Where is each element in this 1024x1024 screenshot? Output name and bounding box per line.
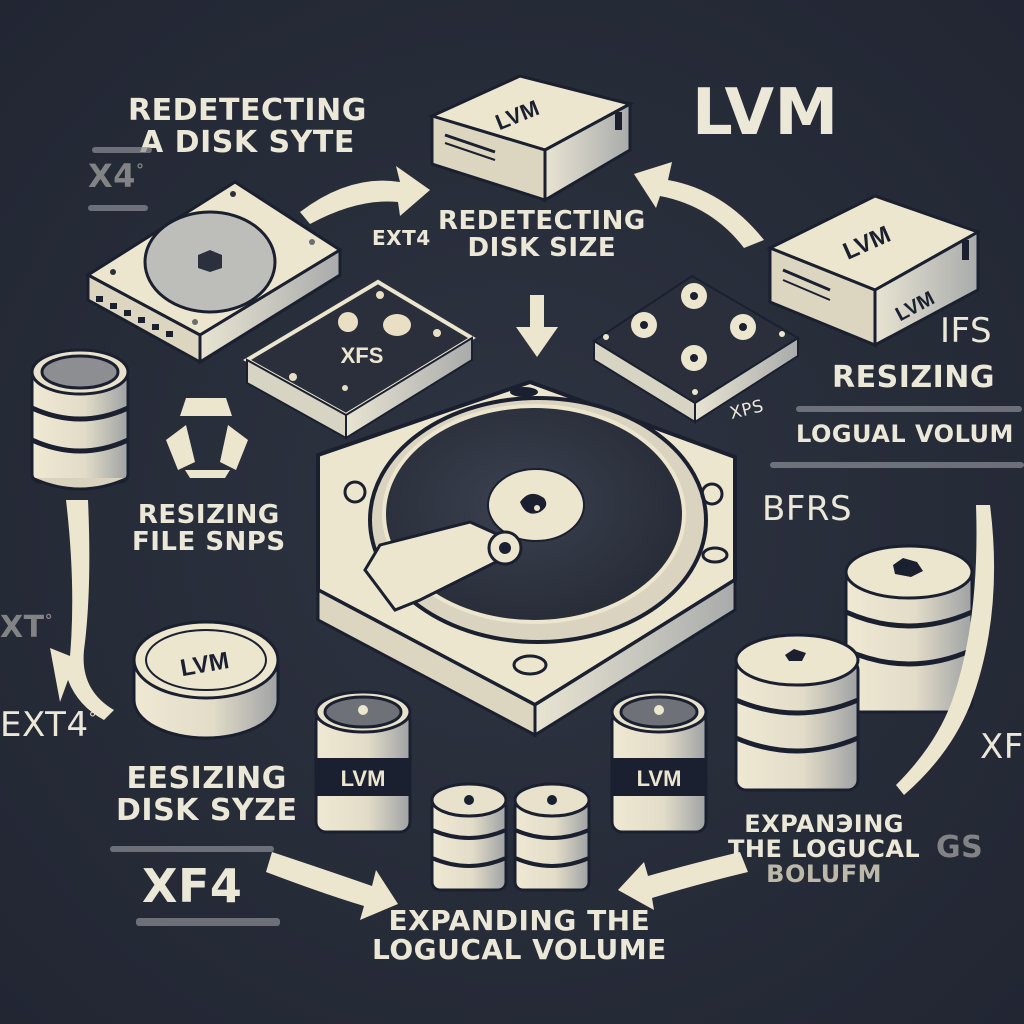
divider [136, 918, 280, 926]
top-left-heading-line1: REDETECTING [128, 93, 367, 128]
bottom-right-heading-line2: THE LOGUCAL [728, 835, 921, 864]
arrow-right-icon [300, 166, 430, 224]
ext4-left-tag: EXT4° [0, 705, 98, 745]
arrow-down-curve-left-icon [50, 500, 114, 720]
divider [770, 462, 1024, 468]
right-subheading: LOGUAL VOLUM [796, 420, 1014, 448]
bottom-right-heading: EXPANЭING THE LOGUCAL BOLUFM [728, 810, 921, 889]
xfs-chip-label: XFS [341, 343, 384, 368]
lvm-disk-puck-icon [132, 620, 280, 740]
xf-edge-tag: XF [980, 727, 1024, 767]
arrows [50, 162, 995, 920]
bottom-center-heading-line1: EXPANDING THE [388, 904, 651, 937]
top-left-tag-text: X4 [88, 157, 136, 195]
database-stack-small-1-icon [430, 782, 508, 892]
arrow-left-bottom-icon [618, 852, 748, 910]
lvm-cylinder-1-label: LVM [341, 766, 386, 791]
top-left-heading: REDETECTING A DISK SYTE [128, 95, 367, 158]
faded-xt-text: XT [0, 610, 45, 645]
top-left-tag: X4° [88, 157, 145, 195]
divider [110, 846, 274, 852]
flower-chip-icon [592, 274, 800, 424]
recycle-icon [166, 398, 248, 478]
arrow-curve-right-icon [896, 505, 995, 795]
faded-xt-sup: ° [44, 611, 54, 630]
bottom-center-heading: EXPANDING THE LOGUCAL VOLUME [372, 906, 667, 965]
lvm-cylinder-2-icon [610, 690, 708, 834]
ext4-tag: EXT4 [372, 226, 431, 250]
lvm-cylinder-2-label: LVM [637, 766, 682, 791]
bfrs-tag: BFRS [762, 489, 853, 529]
central-hard-disk-icon [316, 379, 737, 738]
bottom-right-heading-line3: BOLUFM [766, 860, 883, 889]
bottom-left-heading-line2: DISK SYZE [116, 792, 298, 828]
database-stack-right-back-icon [844, 544, 974, 714]
xf4-tag: XF4 [142, 859, 243, 913]
arrow-right-bottom-icon [266, 852, 398, 920]
faded-xt-tag: XT° [0, 612, 53, 644]
ifs-tag: IFS [940, 311, 993, 351]
lvm-drive-box-top-icon [427, 74, 635, 203]
database-stack-right-front-icon [734, 633, 860, 792]
bottom-left-heading-line1: EESIZING [126, 761, 287, 796]
right-heading: RESIZING [832, 360, 996, 395]
divider [796, 406, 1022, 412]
ext4-left-text: EXT4 [0, 705, 89, 745]
center-top-heading: REDETECTING DISK SIZE [438, 206, 646, 264]
arrow-left-icon [634, 162, 764, 248]
left-heading: RESIZING FILE SNPS [132, 500, 286, 558]
left-heading-line1: RESIZING [137, 500, 280, 530]
arrow-down-icon [516, 295, 558, 357]
top-left-heading-line2: A DISK SYTE [140, 124, 355, 160]
center-top-heading-line2: DISK SIZE [467, 233, 617, 264]
lvm-cylinder-1-icon [314, 690, 412, 834]
database-left-icon [30, 348, 130, 491]
lvm-drive-box-right-icon [766, 194, 982, 348]
title-lvm: LVM [692, 76, 839, 150]
gs-edge-tag: GS [936, 830, 984, 865]
divider [88, 205, 148, 211]
divider [92, 147, 152, 153]
xfs-chip-icon [242, 279, 476, 440]
top-left-tag-sup: ° [135, 160, 145, 180]
bottom-center-heading-line2: LOGUCAL VOLUME [372, 933, 667, 967]
bottom-right-heading-line1: EXPANЭING [744, 810, 904, 838]
center-top-heading-line1: REDETECTING [438, 206, 646, 236]
bottom-left-heading: EESIZING DISK SYZE [116, 763, 297, 826]
ext4-left-sup: ° [88, 708, 98, 728]
left-heading-line2: FILE SNPS [132, 527, 286, 558]
database-stack-small-2-icon [513, 782, 591, 892]
hard-disk-flat-icon [85, 180, 343, 365]
